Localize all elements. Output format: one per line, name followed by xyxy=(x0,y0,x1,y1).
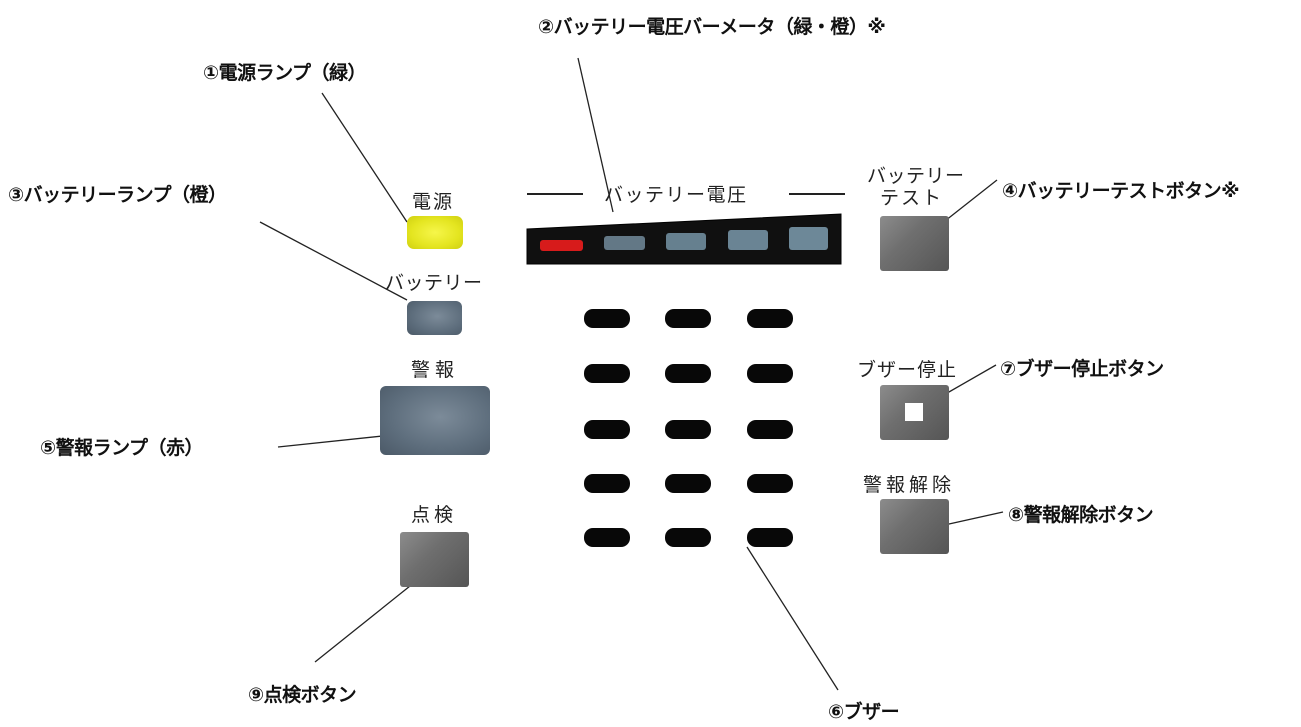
buzzer-slot xyxy=(747,309,793,328)
buzzer-slot xyxy=(665,528,711,547)
leader-5 xyxy=(277,434,393,448)
leader-1 xyxy=(321,92,408,223)
meter-segment-1 xyxy=(540,240,583,251)
callout-battery-test-button: ④バッテリーテストボタン※ xyxy=(1002,180,1240,202)
power-label: 電源 xyxy=(412,191,455,213)
meter-segment-4 xyxy=(728,230,768,250)
buzzer-slot xyxy=(584,364,630,383)
battery-voltage-label: バッテリー電圧 xyxy=(604,184,748,206)
meter-rule-right xyxy=(789,193,845,195)
battery-lamp xyxy=(407,301,462,335)
buzzer-slot xyxy=(747,474,793,493)
callout-buzzer-stop-button: ⑦ブザー停止ボタン xyxy=(1000,358,1164,380)
inspect-label: 点検 xyxy=(411,504,458,526)
buzzer-slot xyxy=(747,528,793,547)
buzzer-slot xyxy=(665,309,711,328)
battery-test-label-line2: テスト xyxy=(880,187,944,209)
callout-alarm-reset-button: ⑧警報解除ボタン xyxy=(1008,504,1154,526)
callout-buzzer: ⑥ブザー xyxy=(828,701,900,723)
buzzer-slot xyxy=(584,309,630,328)
battery-test-button[interactable] xyxy=(880,216,949,271)
callout-inspect-button: ⑨点検ボタン xyxy=(248,684,357,706)
callout-battery-lamp: ③バッテリーランプ（橙） xyxy=(8,184,227,206)
alarm-lamp xyxy=(380,386,490,455)
buzzer-slot xyxy=(665,420,711,439)
alarm-reset-label: 警報解除 xyxy=(863,474,956,496)
callout-power-lamp: ①電源ランプ（緑） xyxy=(203,62,367,84)
buzzer-slot xyxy=(584,420,630,439)
buzzer-slot xyxy=(747,364,793,383)
battery-voltage-meter xyxy=(526,213,842,265)
buzzer-slot xyxy=(584,528,630,547)
leader-9 xyxy=(314,577,421,663)
buzzer-slot xyxy=(584,474,630,493)
battery-label: バッテリー xyxy=(385,272,483,294)
callout-battery-voltage-meter: ②バッテリー電圧バーメータ（緑・橙）※ xyxy=(538,16,886,38)
buzzer-slot xyxy=(665,474,711,493)
meter-segment-5 xyxy=(789,227,828,250)
battery-test-label-line1: バッテリー xyxy=(867,165,965,187)
alarm-reset-button[interactable] xyxy=(880,499,949,554)
power-lamp xyxy=(407,216,463,249)
buzzer-stop-button[interactable] xyxy=(880,385,949,440)
buzzer-slot xyxy=(747,420,793,439)
meter-segment-2 xyxy=(604,236,645,250)
buzzer-slot xyxy=(665,364,711,383)
leader-2 xyxy=(577,57,614,213)
alarm-label: 警報 xyxy=(411,359,460,381)
meter-segment-3 xyxy=(666,233,706,250)
leader-6 xyxy=(746,546,839,691)
meter-rule-left xyxy=(527,193,583,195)
buzzer-stop-label: ブザー停止 xyxy=(857,359,958,381)
stop-square-icon xyxy=(905,403,923,421)
callout-alarm-lamp: ⑤警報ランプ（赤） xyxy=(40,437,204,459)
leader-3 xyxy=(259,221,408,301)
inspect-button[interactable] xyxy=(400,532,469,587)
